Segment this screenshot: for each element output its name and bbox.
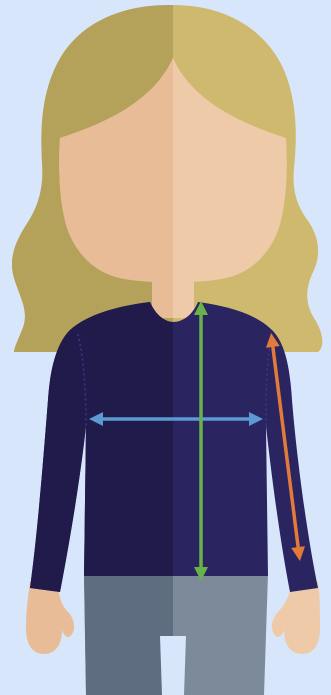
shirt [30, 302, 318, 592]
left-hand [26, 582, 74, 654]
right-hand [272, 582, 320, 654]
pants [84, 574, 268, 695]
